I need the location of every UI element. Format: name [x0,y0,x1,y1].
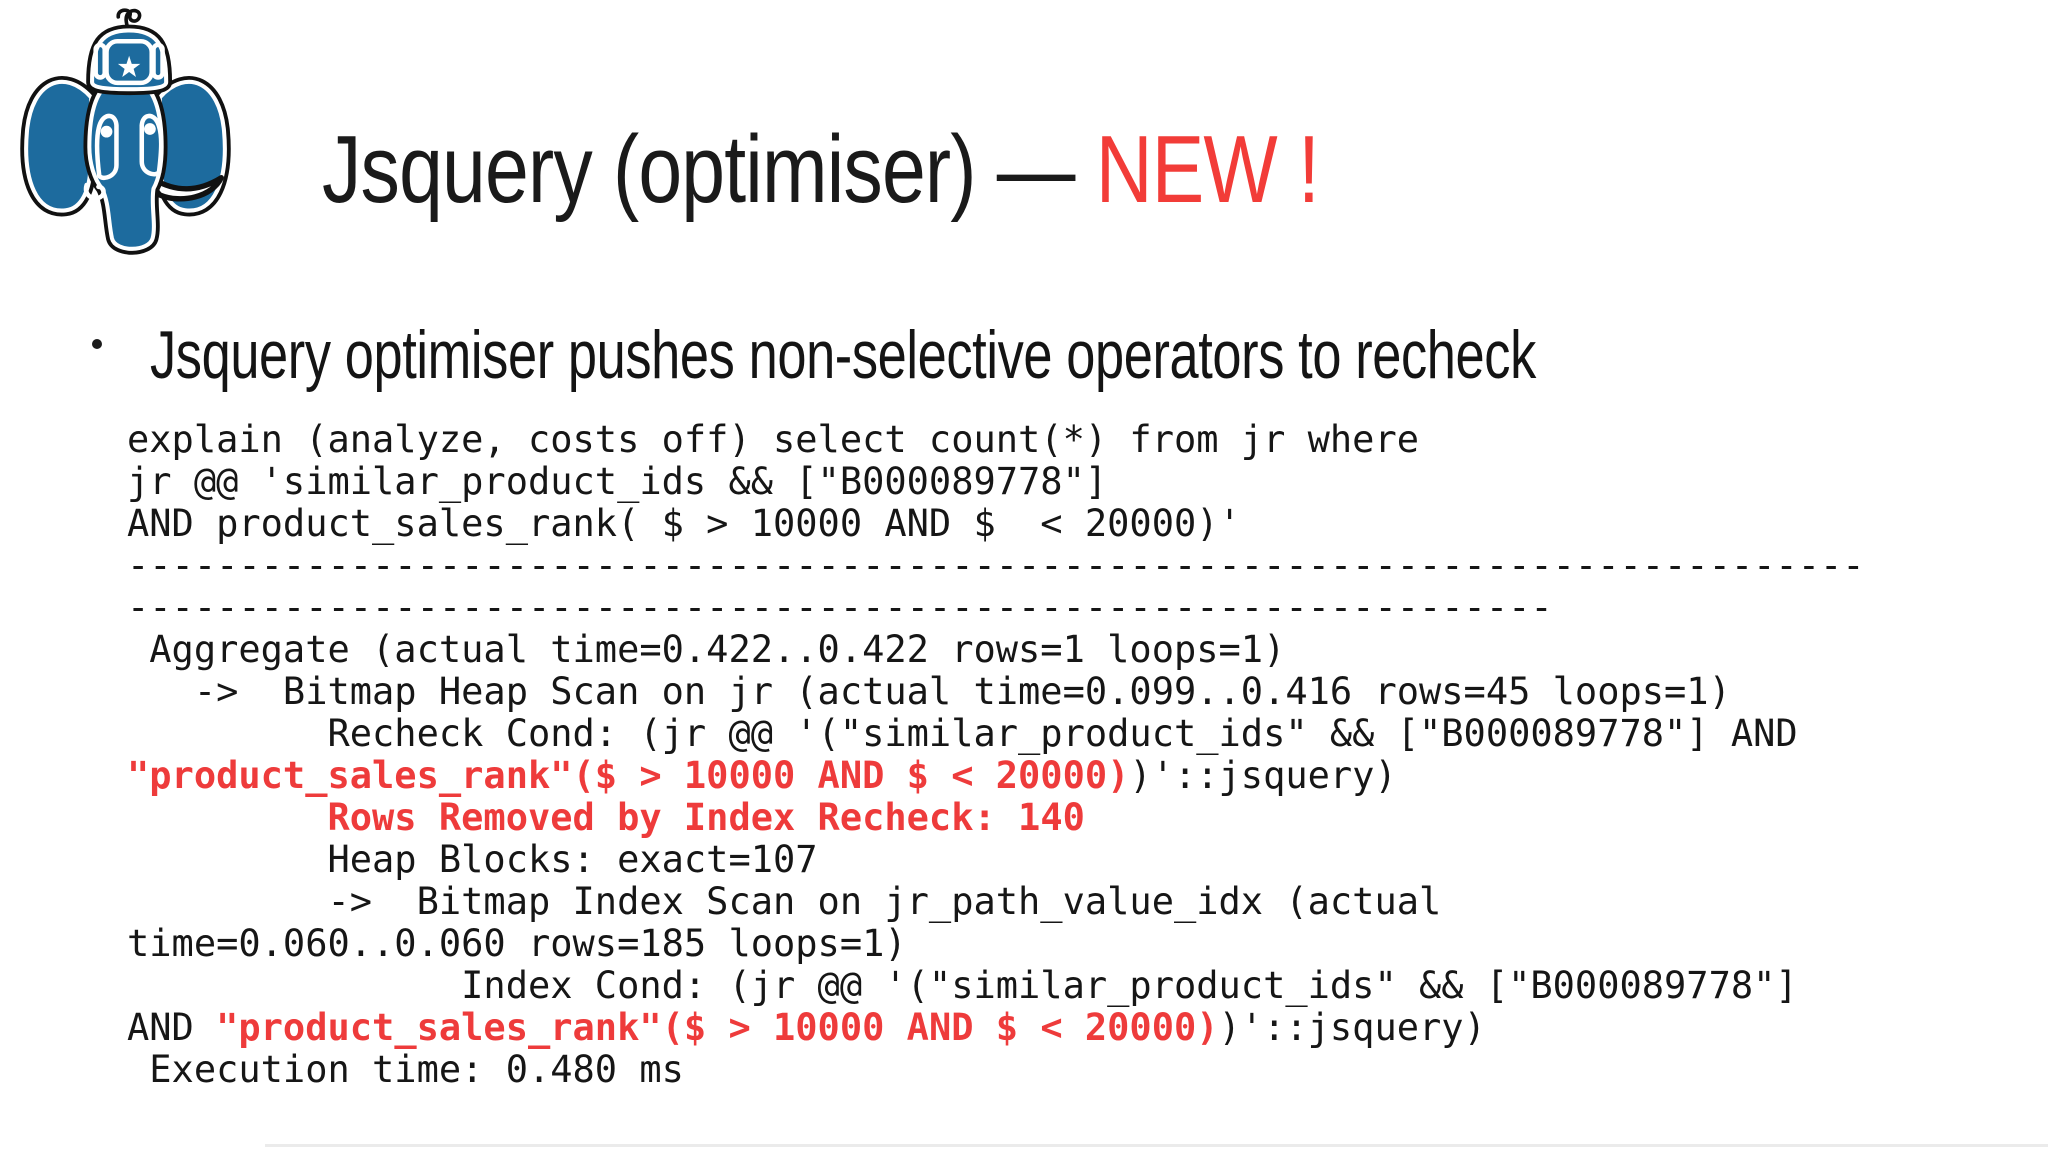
code-segment: Execution time: 0.480 ms [127,1048,684,1091]
code-segment: time=0.060..0.060 rows=185 loops=1) [127,922,907,965]
code-line: -> Bitmap Heap Scan on jr (actual time=0… [127,671,1865,713]
sql-query-text: explain (analyze, costs off) select coun… [127,419,1865,545]
bullet-item: Jsquery optimiser pushes non-selective o… [92,318,1950,392]
code-segment: Recheck Cond: (jr @@ '("similar_product_… [127,712,1798,755]
code-segment: Heap Blocks: exact=107 [127,838,818,881]
code-segment: ----------------------------------------… [127,544,1865,587]
code-segment-highlight: "product_sales_rank"($ > 10000 AND $ < 2… [216,1006,1219,1049]
code-line: Heap Blocks: exact=107 [127,839,1865,881]
code-segment: AND [127,1006,217,1049]
postgresql-elephant-ushanka-star-icon [20,8,231,255]
code-segment: Index Cond: (jr @@ '("similar_product_id… [127,964,1798,1007]
bullet-text: Jsquery optimiser pushes non-selective o… [150,317,1536,393]
code-segment-highlight: "product_sales_rank"($ > 10000 AND $ < 2… [127,754,1130,797]
slide-bottom-border [265,1144,2048,1147]
code-line: Recheck Cond: (jr @@ '("similar_product_… [127,713,1865,755]
code-segment: )'::jsquery) [1218,1006,1486,1049]
code-segment: -> Bitmap Index Scan on jr_path_value_id… [127,880,1442,923]
code-line: Execution time: 0.480 ms [127,1049,1865,1091]
code-segment [127,796,327,839]
code-segment: )'::jsquery) [1129,754,1397,797]
code-segment: -> Bitmap Heap Scan on jr (actual time=0… [127,670,1731,713]
title-text: Jsquery (optimiser) — [322,116,1096,223]
code-segment: jr @@ 'similar_product_ids && ["B0000897… [127,460,1108,503]
code-line: jr @@ 'similar_product_ids && ["B0000897… [127,461,1865,503]
postgresql-logo [8,2,243,274]
code-line: time=0.060..0.060 rows=185 loops=1) [127,923,1865,965]
bullet-dot-icon [92,339,102,349]
code-segment: explain (analyze, costs off) select coun… [127,418,1420,461]
code-segment: ----------------------------------------… [127,586,1553,629]
code-segment: Aggregate (actual time=0.422..0.422 rows… [127,628,1286,671]
code-line: -> Bitmap Index Scan on jr_path_value_id… [127,881,1865,923]
code-line: explain (analyze, costs off) select coun… [127,419,1865,461]
code-line: ----------------------------------------… [127,545,1865,587]
explain-plan-output: Aggregate (actual time=0.422..0.422 rows… [127,629,1865,1091]
explain-code-block: explain (analyze, costs off) select coun… [127,419,1865,1091]
code-segment-highlight: Rows Removed by Index Recheck: 140 [327,796,1085,839]
code-line: "product_sales_rank"($ > 10000 AND $ < 2… [127,755,1865,797]
slide-title: Jsquery (optimiser) — NEW ! [322,122,1320,218]
code-line: ----------------------------------------… [127,587,1865,629]
code-line: Aggregate (actual time=0.422..0.422 rows… [127,629,1865,671]
code-line: AND product_sales_rank( $ > 10000 AND $ … [127,503,1865,545]
code-segment: AND product_sales_rank( $ > 10000 AND $ … [127,502,1241,545]
title-new-label: NEW ! [1095,116,1320,223]
code-line: AND "product_sales_rank"($ > 10000 AND $… [127,1007,1865,1049]
code-line: Rows Removed by Index Recheck: 140 [127,797,1865,839]
code-line: Index Cond: (jr @@ '("similar_product_id… [127,965,1865,1007]
result-separator: ----------------------------------------… [127,545,1865,629]
